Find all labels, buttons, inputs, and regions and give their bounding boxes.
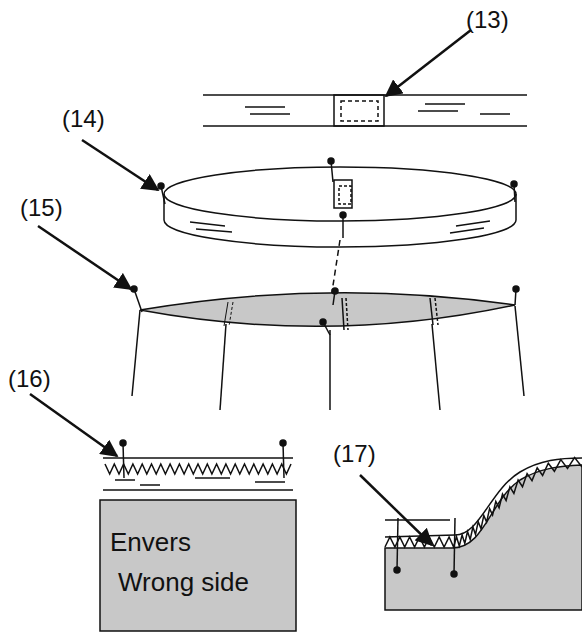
callout-number: (17) xyxy=(333,442,376,466)
panel-text: Wrong side xyxy=(110,568,288,598)
callout-number: (13) xyxy=(466,8,509,32)
callout-number: (14) xyxy=(62,107,105,131)
callout-number: (15) xyxy=(20,196,63,220)
wrong-side-panel: EnversWrong side xyxy=(100,500,296,631)
panel-text: Envers xyxy=(110,528,288,558)
callout-number: (16) xyxy=(8,367,51,391)
